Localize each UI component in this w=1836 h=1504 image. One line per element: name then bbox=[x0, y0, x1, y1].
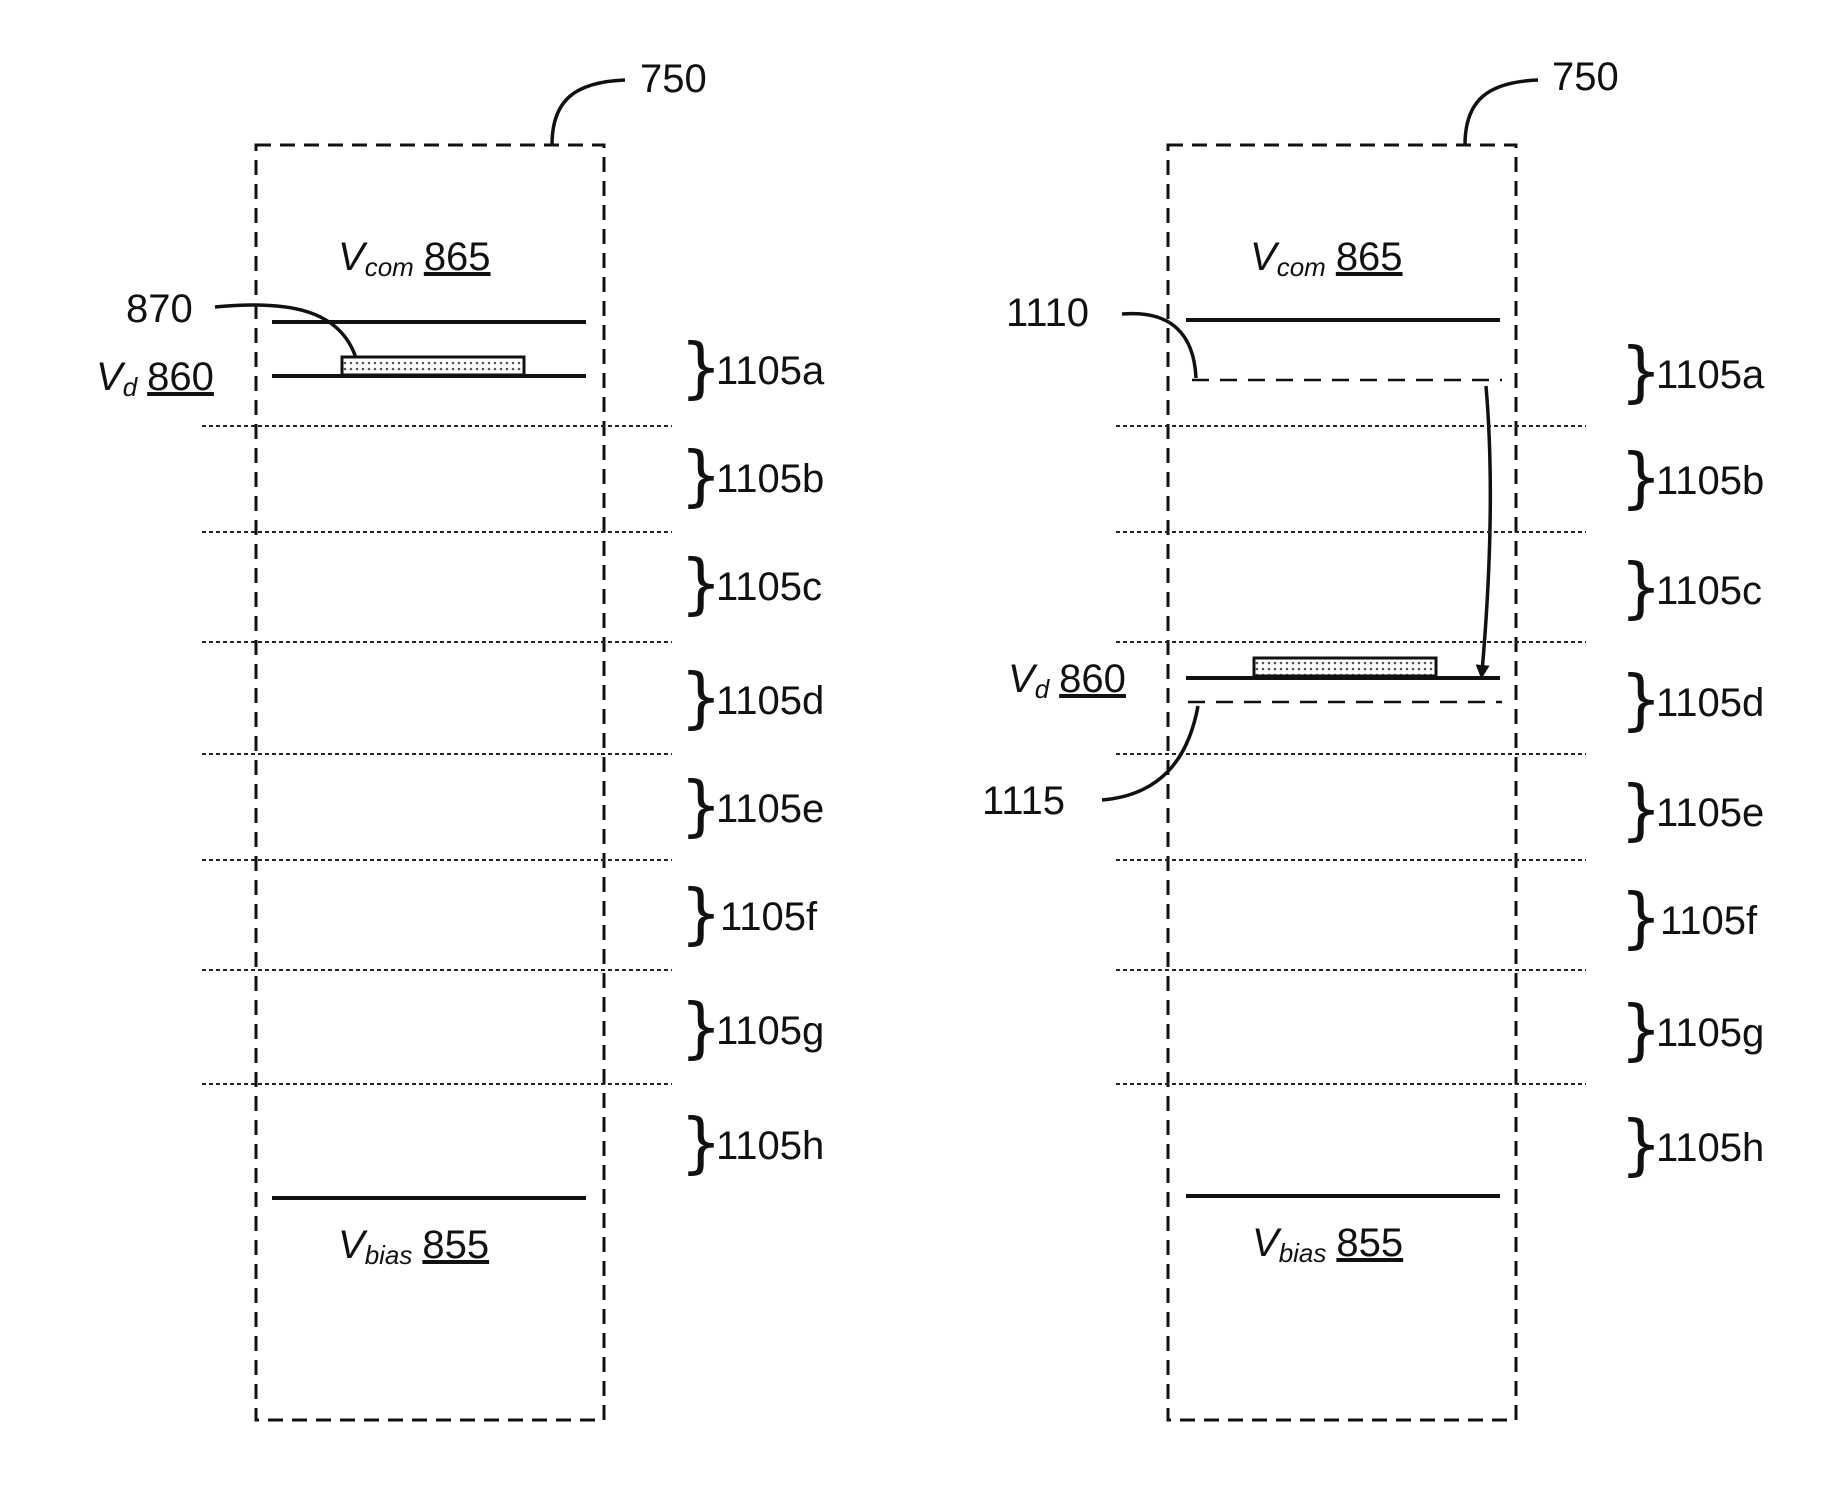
right-vd-label: Vd860 bbox=[1008, 657, 1126, 704]
left-zone-label-c: }1105c bbox=[680, 545, 822, 622]
right-cell-ref: 750 bbox=[1552, 55, 1619, 99]
right-shift-arrow bbox=[1482, 386, 1490, 672]
right-panel: 750 Vcom865 1110 Vd860 1115 }1105a }1105… bbox=[982, 55, 1765, 1420]
right-zone-label-f: }1105f bbox=[1620, 879, 1758, 956]
svg-text:1105b: 1105b bbox=[716, 457, 824, 501]
svg-text:1105g: 1105g bbox=[1656, 1011, 1764, 1055]
right-vbias-label: Vbias855 bbox=[1252, 1221, 1403, 1268]
svg-text:1105b: 1105b bbox=[1656, 459, 1764, 503]
left-vd-label: Vd860 bbox=[96, 355, 214, 402]
right-upper-leader bbox=[1122, 314, 1196, 378]
left-dotted-element bbox=[342, 357, 524, 375]
right-lower-ref: 1115 bbox=[982, 779, 1065, 823]
svg-text:1105a: 1105a bbox=[1656, 353, 1765, 397]
svg-text:1105g: 1105g bbox=[716, 1009, 824, 1053]
svg-text:1105f: 1105f bbox=[1660, 899, 1758, 943]
left-vbias-label: Vbias855 bbox=[338, 1223, 489, 1270]
right-upper-ref: 1110 bbox=[1006, 291, 1089, 335]
left-cell-ref-leader bbox=[552, 80, 625, 145]
left-panel: 750 Vcom865 870 Vd860 }1105a }1105b }110… bbox=[96, 57, 825, 1420]
svg-text:1105c: 1105c bbox=[716, 565, 822, 609]
right-zone-label-g: }1105g bbox=[1620, 991, 1764, 1068]
svg-text:1105e: 1105e bbox=[1656, 791, 1764, 835]
svg-text:1105h: 1105h bbox=[716, 1124, 824, 1168]
right-zone-label-e: }1105e bbox=[1620, 771, 1764, 848]
left-zone-label-d: }1105d bbox=[680, 659, 824, 736]
svg-text:1105c: 1105c bbox=[1656, 569, 1762, 613]
right-zone-label-d: }1105d bbox=[1620, 661, 1764, 738]
right-zone-label-h: }1105h bbox=[1620, 1106, 1764, 1183]
svg-text:1105d: 1105d bbox=[716, 679, 824, 723]
left-zone-label-g: }1105g bbox=[680, 989, 824, 1066]
right-zone-label-b: }1105b bbox=[1620, 439, 1764, 516]
svg-text:1105d: 1105d bbox=[1656, 681, 1764, 725]
right-cell-ref-leader bbox=[1465, 80, 1538, 145]
left-zone-label-h: }1105h bbox=[680, 1104, 824, 1181]
svg-text:1105f: 1105f bbox=[720, 895, 818, 939]
svg-text:1105e: 1105e bbox=[716, 787, 824, 831]
left-element-leader bbox=[215, 305, 356, 358]
svg-text:}: } bbox=[1620, 879, 1662, 956]
right-zone-label-c: }1105c bbox=[1620, 549, 1762, 626]
left-zone-label-f: }1105f bbox=[680, 875, 818, 952]
right-vcom-label: Vcom865 bbox=[1250, 235, 1403, 282]
left-zone-label-b: }1105b bbox=[680, 437, 824, 514]
right-zone-label-a: }1105a bbox=[1620, 333, 1765, 410]
left-cell-ref: 750 bbox=[640, 57, 707, 101]
left-vcom-label: Vcom865 bbox=[338, 235, 491, 282]
svg-text:}: } bbox=[680, 875, 722, 952]
svg-text:1105a: 1105a bbox=[716, 349, 825, 393]
svg-text:1105h: 1105h bbox=[1656, 1126, 1764, 1170]
left-zone-label-a: }1105a bbox=[680, 329, 825, 406]
left-element-ref: 870 bbox=[126, 287, 193, 331]
left-zone-label-e: }1105e bbox=[680, 767, 824, 844]
right-dotted-element bbox=[1254, 658, 1436, 676]
